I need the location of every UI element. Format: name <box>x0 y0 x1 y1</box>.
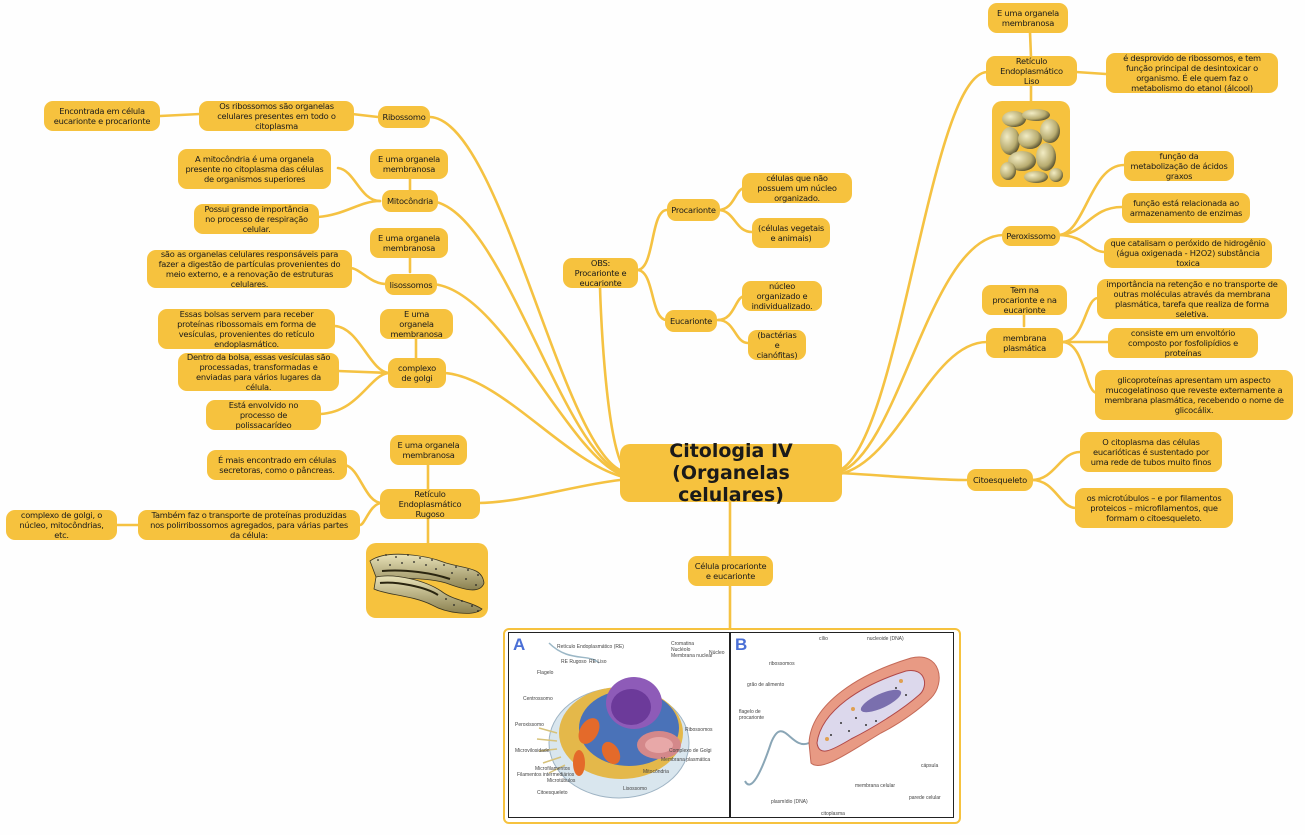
label-plasmidio: plasmídio (DNA) <box>771 799 808 805</box>
node-peroxissomo-detail-2[interactable]: função está relacionada ao armazenamento… <box>1122 193 1250 223</box>
node-ribossomo-desc[interactable]: Os ribossomos são organelas celulares pr… <box>199 101 354 131</box>
link-root-membrana <box>838 340 989 476</box>
link-root-rel <box>838 70 989 472</box>
node-golgi[interactable]: complexo de golgi <box>388 358 446 388</box>
label-cromatina: Cromatina <box>671 641 695 647</box>
link-root-rer <box>476 478 622 505</box>
link-root-peroxissomo <box>838 233 1005 474</box>
label-citoplasma: citoplasma <box>821 811 845 817</box>
label-golgi: Complexo de Golgi <box>669 748 712 754</box>
link-root-citoesqueleto <box>838 471 970 482</box>
label-flagelo-procarionte: flagelo de procarionte <box>739 709 765 721</box>
label-parede-celular: parede celular <box>909 795 941 801</box>
label-nucleolo: Nucléolo <box>671 647 691 653</box>
node-celula[interactable]: Célula procarionte e eucarionte <box>688 556 773 586</box>
node-peroxissomo-detail-3[interactable]: que catalisam o peróxido de hidrogênio (… <box>1104 238 1272 268</box>
label-flagelo: Flagelo <box>537 670 554 676</box>
link-root-mitocondria <box>428 199 622 474</box>
label-membrana-nuclear: Membrana nuclear <box>671 653 713 659</box>
panel-b-letter: B <box>735 635 748 654</box>
node-ribossomo[interactable]: Ribossomo <box>378 106 430 128</box>
node-membrana[interactable]: membrana plasmática <box>986 328 1063 358</box>
label-filamentos: Filamentos intermediários <box>517 772 575 778</box>
label-microvilosidade: Microvilosidade <box>515 748 550 754</box>
node-rer-detail-child[interactable]: complexo de golgi, o núcleo, mitocôndria… <box>6 510 117 540</box>
node-peroxissomo[interactable]: Peroxissomo <box>1002 226 1060 246</box>
label-membrana-celular: membrana celular <box>855 783 896 789</box>
node-citoesqueleto-detail-1[interactable]: O citoplasma das células eucarióticas é … <box>1080 432 1222 472</box>
node-lisossomos-tag[interactable]: E uma organela membranosa <box>370 228 448 258</box>
panel-eukaryotic-cell: A Retículo Endoplasmático (RE) RE Rugoso… <box>508 632 730 818</box>
label-re-rugoso: RE Rugoso <box>561 659 587 665</box>
label-nucleoide: nucleoide (DNA) <box>867 636 904 642</box>
node-eucarionte-item-2[interactable]: (bactérias e cianófitas) <box>748 330 806 360</box>
label-grao-alimento: grão de alimento <box>747 682 785 688</box>
label-microfilamentos: Microfilamentos <box>535 766 571 772</box>
node-peroxissomo-detail-1[interactable]: função da metabolização de ácidos graxos <box>1124 151 1234 181</box>
label-capsula: cápsula <box>921 763 939 769</box>
link-root-obs <box>598 281 624 467</box>
link-root-golgi <box>443 371 622 478</box>
label-lisossomo: Lisossomo <box>623 786 647 792</box>
node-rer-detail-2[interactable]: Também faz o transporte de proteínas pro… <box>138 510 360 540</box>
node-golgi-detail-3[interactable]: Está envolvido no processo de polissacar… <box>206 400 321 430</box>
node-obs[interactable]: OBS: Procarionte e eucarionte <box>563 258 638 288</box>
node-lisossomos-detail-1[interactable]: são as organelas celulares responsáveis … <box>147 249 352 289</box>
node-lisossomos[interactable]: lisossomos <box>385 274 437 295</box>
node-golgi-detail-2[interactable]: Dentro da bolsa, essas vesículas são pro… <box>178 352 339 392</box>
node-eucarionte-item-1[interactable]: núcleo organizado e individualizado. <box>742 281 822 311</box>
label-membrana-plasmatica: Membrana plasmática <box>661 757 711 763</box>
node-rel[interactable]: Retículo Endoplasmático Liso <box>986 56 1077 86</box>
root-title-line2: (Organelas celulares) <box>672 462 790 506</box>
label-cilio: cílio <box>819 636 828 642</box>
node-procarionte[interactable]: Procarionte <box>667 199 720 221</box>
link-root-ribossomo <box>428 115 622 472</box>
root-title-line1: Citologia IV <box>669 440 793 462</box>
smooth-er-image[interactable] <box>992 101 1070 187</box>
node-golgi-tag[interactable]: E uma organela membranosa <box>380 309 453 339</box>
node-golgi-detail-1[interactable]: Essas bolsas servem para receber proteín… <box>158 309 335 349</box>
label-reticulo: Retículo Endoplasmático (RE) <box>557 644 624 650</box>
node-membrana-tag[interactable]: Tem na procarionte e na eucarionte <box>982 285 1067 315</box>
label-centrossomo: Centrossomo <box>523 696 553 702</box>
node-procarionte-item-2[interactable]: (células vegetais e animais) <box>752 218 830 248</box>
node-citoesqueleto-detail-2[interactable]: os microtúbulos – e por filamentos prote… <box>1075 488 1233 528</box>
node-eucarionte[interactable]: Eucarionte <box>665 310 717 332</box>
label-mitocondria: Mitocôndria <box>643 769 669 775</box>
node-procarionte-item-1[interactable]: células que não possuem um núcleo organi… <box>742 173 852 203</box>
label-ribossomos: Ribossomos <box>685 727 713 733</box>
label-peroxissomo: Peroxissomo <box>515 722 544 728</box>
node-rel-tag[interactable]: E uma organela membranosa <box>988 3 1068 33</box>
panel-a-letter: A <box>513 635 526 654</box>
eukaryotic-cell-illustration-icon <box>536 642 690 799</box>
node-mitocondria[interactable]: Mitocôndria <box>382 190 438 212</box>
node-mitocondria-detail-1[interactable]: A mitocôndria é uma organela presente no… <box>178 149 331 189</box>
prokaryotic-cell-illustration-icon <box>744 656 940 786</box>
node-rer-tag[interactable]: E uma organela membranosa <box>390 435 467 465</box>
label-ribossomos-b: ribossomos <box>769 661 795 667</box>
smooth-er-illustration-icon <box>1000 109 1063 183</box>
label-nucleo: Núcleo <box>709 650 725 656</box>
node-membrana-detail-2[interactable]: consiste em um envoltório composto por f… <box>1108 328 1258 358</box>
cell-diagram-frame[interactable]: A Retículo Endoplasmático (RE) RE Rugoso… <box>503 628 961 824</box>
link-root-lisossomos <box>430 282 622 476</box>
label-microtubulos: Microtúbulos <box>547 778 576 784</box>
node-rel-desc[interactable]: é desprovido de ribossomos, e tem função… <box>1106 53 1278 93</box>
node-rer[interactable]: Retículo Endoplasmático Rugoso <box>380 489 480 519</box>
root-node[interactable]: Citologia IV (Organelas celulares) <box>620 440 842 506</box>
node-membrana-detail-3[interactable]: glicoproteínas apresentam um aspecto muc… <box>1095 370 1293 420</box>
node-membrana-detail-1[interactable]: importância na retenção e no transporte … <box>1097 279 1287 319</box>
node-mitocondria-detail-2[interactable]: Possui grande importância no processo de… <box>194 204 319 234</box>
node-citoesqueleto[interactable]: Citoesqueleto <box>967 469 1033 491</box>
label-citoesqueleto: Citoesqueleto <box>537 790 568 796</box>
rough-er-image[interactable] <box>366 543 488 618</box>
panel-prokaryotic-cell: B cílio nucleoide (DNA) ribossomos grão … <box>730 632 954 818</box>
node-ribossomo-desc-child[interactable]: Encontrada em célula eucarionte e procar… <box>44 101 160 131</box>
label-re-liso: RE Liso <box>589 659 607 665</box>
rough-er-illustration-icon <box>369 553 485 614</box>
node-rer-detail-1[interactable]: É mais encontrado em células secretoras,… <box>207 450 347 480</box>
node-mitocondria-tag[interactable]: E uma organela membranosa <box>370 149 448 179</box>
